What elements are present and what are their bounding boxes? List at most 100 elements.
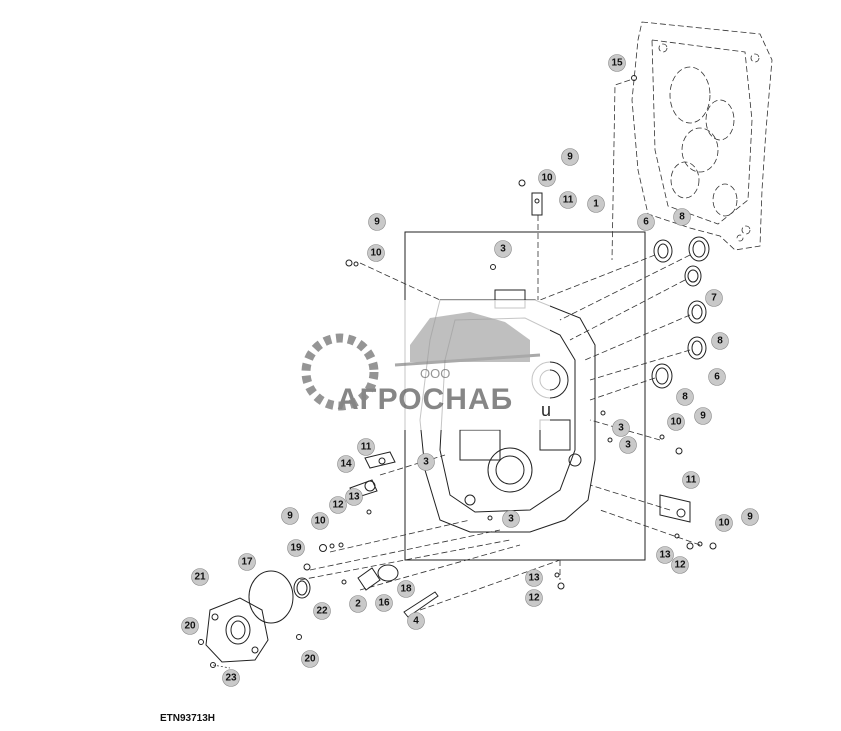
callout-3: 3: [417, 453, 435, 471]
callout-bubble: [397, 580, 415, 598]
callout-bubble: [287, 539, 305, 557]
callout-bubble: [311, 512, 329, 530]
callout-label: 10: [314, 516, 326, 527]
callout-bubble: [608, 54, 626, 72]
callout-label: 8: [679, 212, 685, 223]
callout-9: 9: [368, 213, 386, 231]
callout-9: 9: [561, 148, 579, 166]
callout-9: 9: [694, 407, 712, 425]
callout-bubble: [667, 413, 685, 431]
callout-3: 3: [502, 510, 520, 528]
callout-13: 13: [656, 546, 674, 564]
callout-15: 15: [608, 54, 626, 72]
callout-3: 3: [612, 419, 630, 437]
callout-bubble: [694, 407, 712, 425]
callout-20: 20: [301, 650, 319, 668]
callout-label: 9: [287, 511, 293, 522]
callout-label: 4: [413, 616, 419, 627]
transmission-housing-outline: [631, 21, 773, 251]
callout-2: 2: [349, 595, 367, 613]
callout-label: 13: [348, 492, 360, 503]
watermark: ООО АГРОСНАБ u: [270, 300, 551, 430]
callout-12: 12: [525, 589, 543, 607]
callout-label: 9: [567, 152, 573, 163]
callout-label: 3: [423, 457, 429, 468]
callout-label: 8: [717, 336, 723, 347]
callout-label: 2: [355, 599, 361, 610]
callout-22: 22: [313, 602, 331, 620]
callout-label: 11: [686, 475, 697, 486]
callout-bubble: [329, 496, 347, 514]
callout-label: 3: [625, 440, 631, 451]
callout-bubble: [741, 508, 759, 526]
callout-bubble: [587, 195, 605, 213]
callout-label: 13: [528, 573, 540, 584]
callout-12: 12: [329, 496, 347, 514]
callout-13: 13: [345, 488, 363, 506]
callout-bubble: [682, 471, 700, 489]
callout-8: 8: [673, 208, 691, 226]
watermark-prefix: ООО: [420, 366, 450, 381]
callout-6: 6: [708, 368, 726, 386]
callout-9: 9: [281, 507, 299, 525]
callout-10: 10: [667, 413, 685, 431]
callout-6: 6: [637, 213, 655, 231]
callout-label: 9: [374, 217, 380, 228]
callout-17: 17: [238, 553, 256, 571]
callout-label: 8: [682, 392, 688, 403]
callout-bubble: [656, 546, 674, 564]
callout-bubble: [708, 368, 726, 386]
callout-bubble: [673, 208, 691, 226]
callout-bubble: [301, 650, 319, 668]
callout-bubble: [345, 488, 363, 506]
callout-bubble: [559, 191, 577, 209]
callout-label: 22: [316, 606, 328, 617]
callout-label: 17: [241, 557, 253, 568]
callout-23: 23: [222, 669, 240, 687]
callout-label: 10: [541, 173, 553, 184]
callout-label: 13: [659, 550, 671, 561]
callout-10: 10: [715, 514, 733, 532]
callout-9: 9: [741, 508, 759, 526]
callout-label: 10: [718, 518, 730, 529]
callout-bubble: [676, 388, 694, 406]
callout-18: 18: [397, 580, 415, 598]
callout-label: 12: [674, 560, 686, 571]
callout-label: 6: [714, 372, 720, 383]
callout-label: 10: [670, 417, 682, 428]
hardware-parts: [303, 75, 717, 618]
callout-3: 3: [494, 240, 512, 258]
callout-4: 4: [407, 612, 425, 630]
callout-label: 7: [711, 293, 717, 304]
callout-bubble: [619, 436, 637, 454]
callout-label: 12: [332, 500, 344, 511]
callout-label: 20: [184, 621, 196, 632]
callout-8: 8: [676, 388, 694, 406]
callout-bubble: [417, 453, 435, 471]
callout-bubble: [222, 669, 240, 687]
callout-13: 13: [525, 569, 543, 587]
callout-8: 8: [711, 332, 729, 350]
callout-label: 12: [528, 593, 540, 604]
callout-12: 12: [671, 556, 689, 574]
callout-label: 9: [700, 411, 706, 422]
callout-11: 11: [357, 438, 375, 456]
watermark-name: АГРОСНАБ: [337, 383, 513, 416]
callout-bubble: [349, 595, 367, 613]
callout-bubble: [715, 514, 733, 532]
callout-label: 11: [563, 195, 574, 206]
callout-7: 7: [705, 289, 723, 307]
seal-rings: [651, 236, 710, 389]
callout-bubble: [525, 569, 543, 587]
callout-label: 3: [508, 514, 514, 525]
callout-bubble: [313, 602, 331, 620]
callout-bubble: [494, 240, 512, 258]
callout-10: 10: [311, 512, 329, 530]
callout-bubble: [711, 332, 729, 350]
diagram-id-label: ETN93713H: [160, 713, 216, 724]
callout-label: 16: [378, 598, 390, 609]
callout-bubble: [281, 507, 299, 525]
callout-label: 18: [400, 584, 412, 595]
